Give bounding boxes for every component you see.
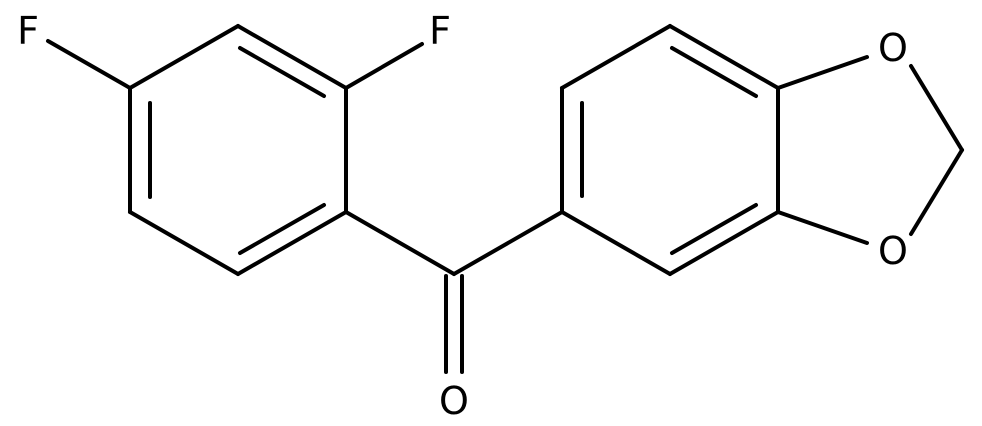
bond — [909, 148, 964, 236]
bond — [344, 210, 456, 276]
substituent-fluorines: F F — [17, 9, 451, 90]
oxygen-atom-label: O — [439, 379, 469, 423]
bond — [452, 210, 564, 276]
bond — [776, 55, 869, 90]
bond — [560, 24, 672, 90]
bond — [776, 210, 869, 245]
bond — [128, 24, 240, 90]
bond — [560, 210, 672, 276]
fluorine-atom-label: F — [17, 9, 39, 53]
bond — [909, 64, 964, 152]
fluorine-atom-label: F — [429, 9, 451, 53]
bond-c-f-para — [46, 39, 132, 90]
oxygen-atom-label: O — [878, 26, 908, 70]
dioxole-ring: O O — [776, 26, 964, 273]
ring-difluorophenyl — [128, 24, 348, 276]
bond — [128, 210, 240, 276]
bond-aromatic-inner — [238, 46, 326, 98]
bond — [236, 24, 348, 90]
bond-aromatic-inner — [238, 203, 326, 255]
oxygen-atom-label: O — [878, 229, 908, 273]
bond-aromatic-inner — [670, 46, 758, 98]
carbonyl-group: O — [344, 210, 564, 423]
bond-c-f-ortho — [344, 42, 424, 90]
bond — [236, 210, 348, 276]
ring-benzodioxole-benzene — [560, 24, 780, 276]
bond — [668, 24, 780, 90]
bond — [668, 210, 780, 276]
bond-aromatic-inner — [670, 203, 758, 255]
